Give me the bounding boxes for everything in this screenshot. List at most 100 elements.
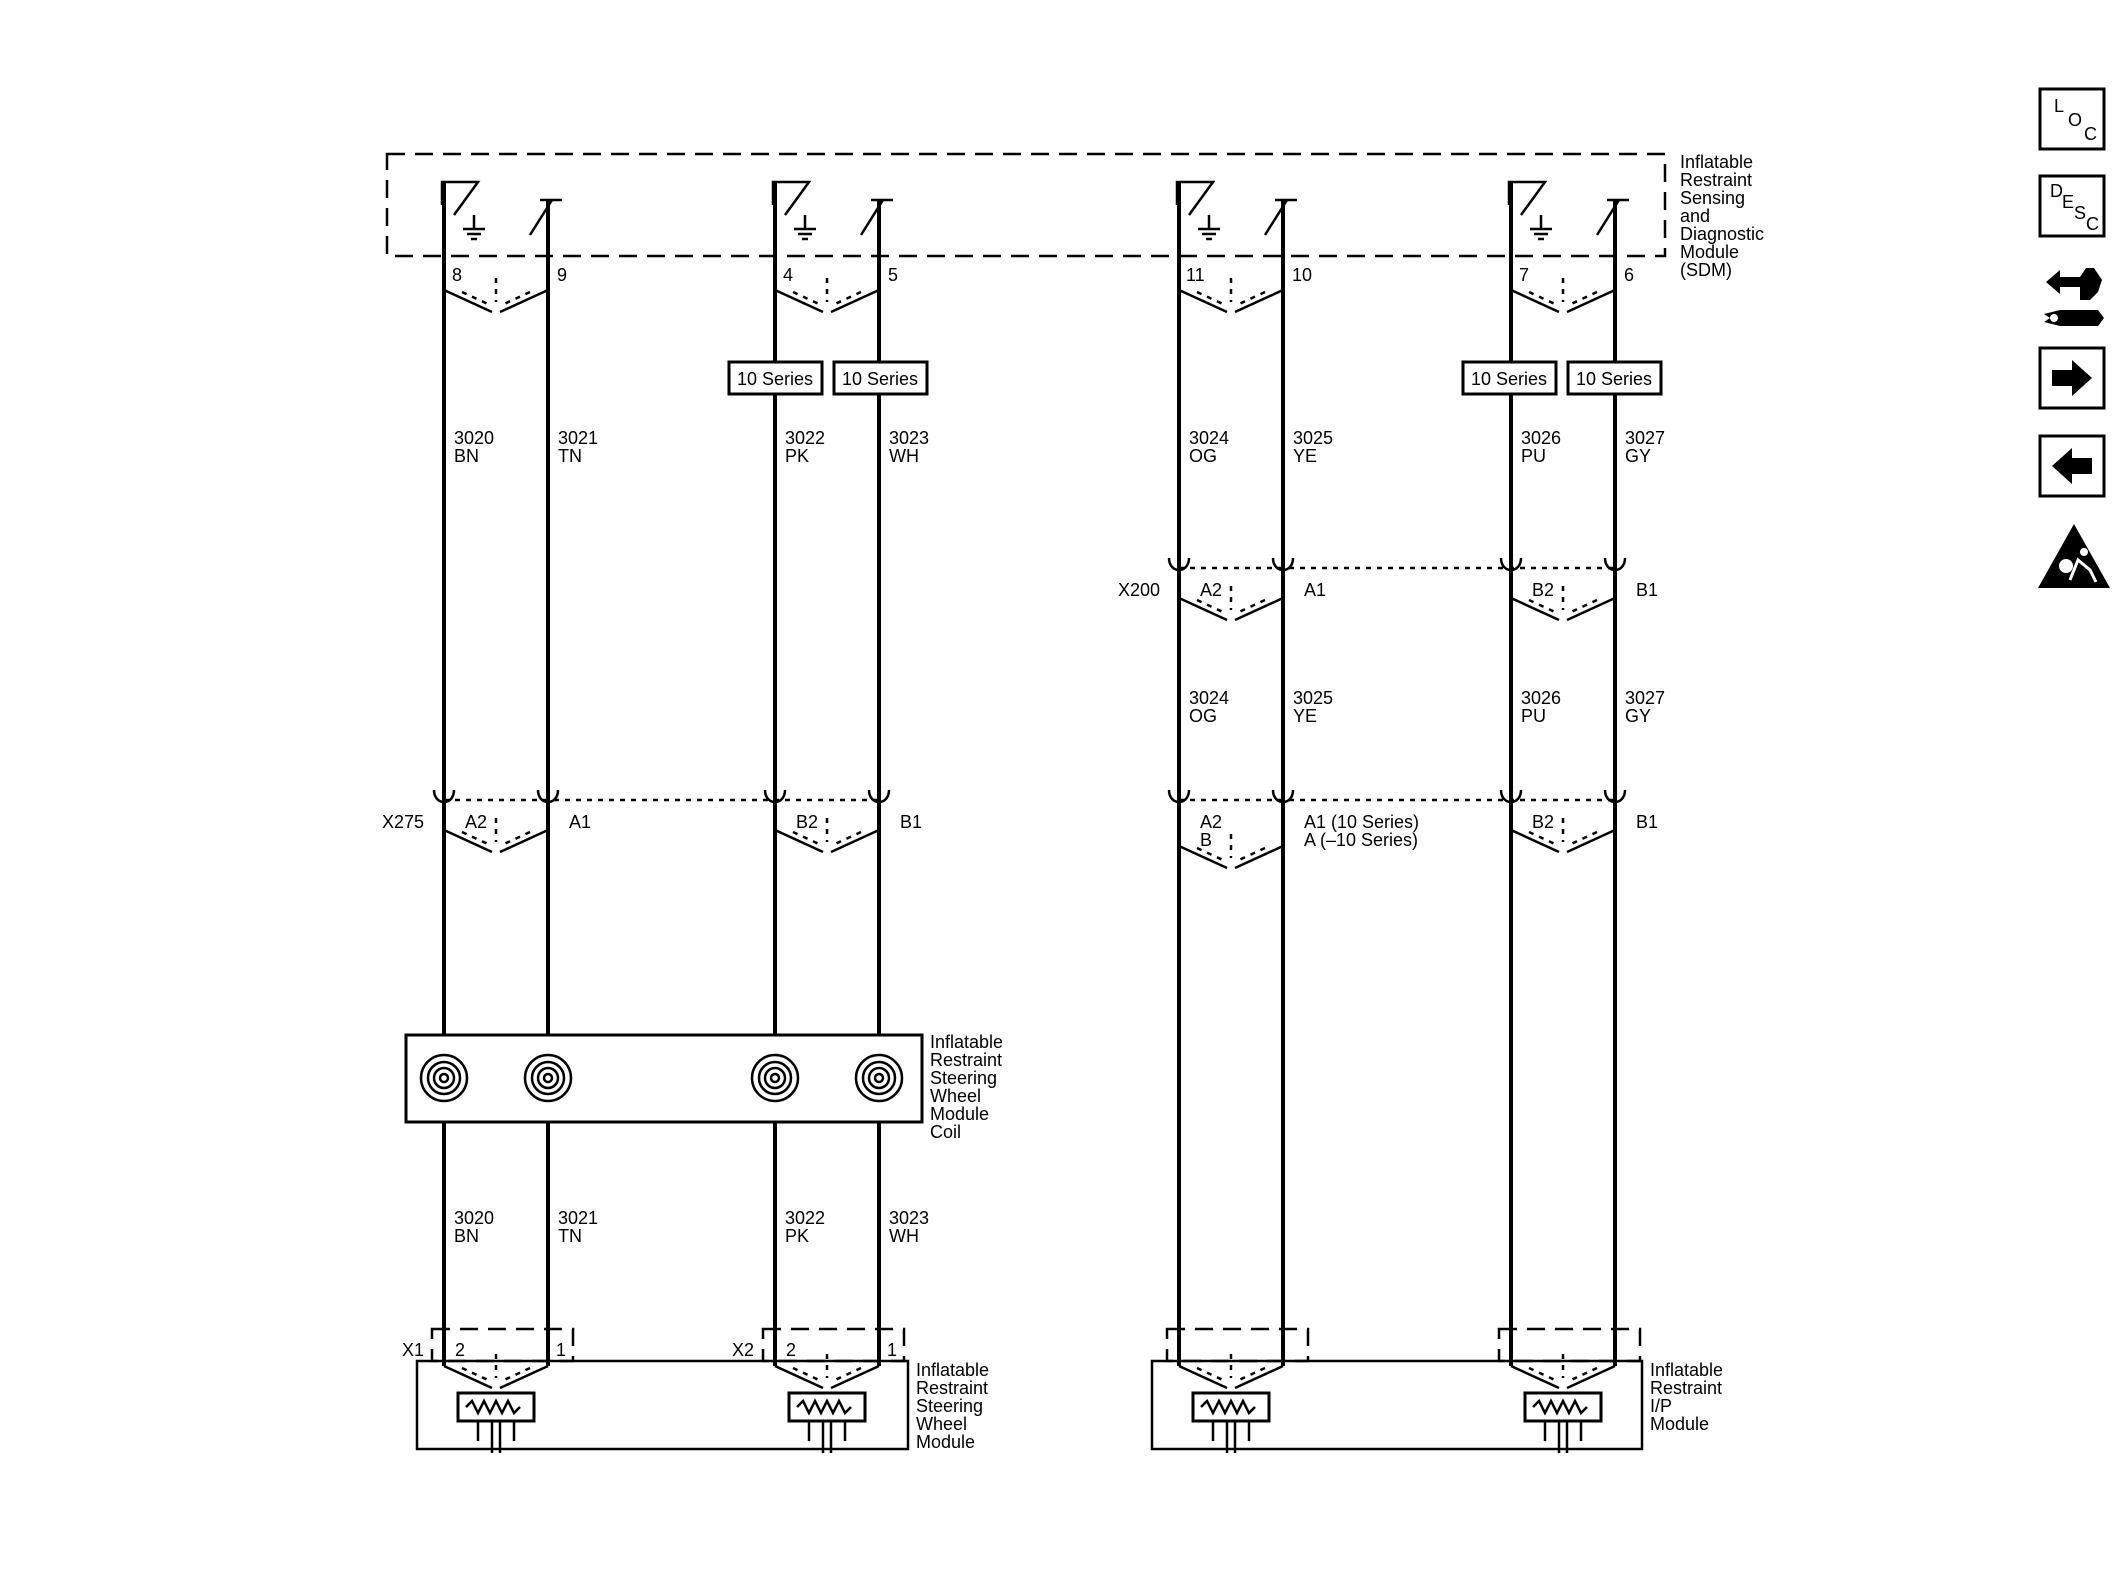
sdm-pins: 8 9 4 5 11 10 7 6 (452, 265, 1634, 285)
connector-pin: A1 (10 Series) (1304, 812, 1419, 832)
sdm-label-line: Diagnostic (1680, 224, 1764, 244)
connector-pin: B1 (1636, 580, 1658, 600)
wires (442, 182, 1617, 1366)
ip-module: Inflatable Restraint I/P Module (1150, 1327, 1723, 1455)
pin-label: 8 (452, 265, 462, 285)
sdm-label: Inflatable Restraint Sensing and Diagnos… (1680, 152, 1764, 280)
connector-pin: B (1200, 830, 1212, 850)
wire-color: BN (454, 446, 479, 466)
arrow-left-icon[interactable] (2038, 434, 2106, 498)
loc-letter: L (2054, 96, 2064, 116)
connector-name: X275 (382, 812, 424, 832)
module-label-line: Steering (916, 1396, 983, 1416)
connector-pin: B1 (1636, 812, 1658, 832)
connector-pin: 2 (786, 1340, 796, 1360)
series-box-label: 10 Series (842, 369, 918, 389)
sdm-label-line: Restraint (1680, 170, 1752, 190)
steering-wheel-coil: Inflatable Restraint Steering Wheel Modu… (404, 1032, 1003, 1142)
circuit-number: 3027 (1625, 688, 1665, 708)
desc-letter: D (2050, 181, 2063, 201)
loc-letter: C (2084, 124, 2097, 144)
connector-pin: A2 (1200, 580, 1222, 600)
circuit-number: 3024 (1189, 688, 1229, 708)
pin-label: 4 (783, 265, 793, 285)
series-box-label: 10 Series (1471, 369, 1547, 389)
connector-pin: A2 (1200, 812, 1222, 832)
circuit-number: 3022 (785, 428, 825, 448)
circuit-number: 3024 (1189, 428, 1229, 448)
pin-label: 9 (557, 265, 567, 285)
pin-label: 10 (1292, 265, 1312, 285)
module-label-line: I/P (1650, 1396, 1672, 1416)
sdm-switch-group (771, 180, 893, 241)
loc-icon[interactable]: L O C (2038, 87, 2106, 151)
wire-color: WH (889, 1226, 919, 1246)
coil-label-line: Wheel (930, 1086, 981, 1106)
pin-label: 5 (888, 265, 898, 285)
x275-connector: X275 A2 A1 B2 B1 (382, 788, 922, 854)
wire-color: TN (558, 1226, 582, 1246)
wire-labels-mid: 3024 OG 3025 YE 3026 PU 3027 GY (1189, 688, 1665, 726)
coil-label-line: Inflatable (930, 1032, 1003, 1052)
coil-label-line: Module (930, 1104, 989, 1124)
series-box-label: 10 Series (737, 369, 813, 389)
circuit-number: 3020 (454, 428, 494, 448)
connector-pin: B2 (1532, 580, 1554, 600)
module-label-line: Wheel (916, 1414, 967, 1434)
circuit-number: 3022 (785, 1208, 825, 1228)
desc-icon[interactable]: D E S C (2038, 174, 2106, 238)
connector-pin: 1 (556, 1340, 566, 1360)
series-box-label: 10 Series (1576, 369, 1652, 389)
wire-color: PK (785, 1226, 809, 1246)
sdm-label-line: Module (1680, 242, 1739, 262)
loc-letter: O (2068, 110, 2082, 130)
wire-color: YE (1293, 706, 1317, 726)
sdm-switch-group (1175, 180, 1297, 241)
module-label-line: Restraint (916, 1378, 988, 1398)
module-label-line: Restraint (1650, 1378, 1722, 1398)
airbag-warning-icon[interactable] (2038, 524, 2110, 588)
x200-connector: X200 A2 A1 B2 B1 (1118, 556, 1658, 622)
sdm-label-line: Inflatable (1680, 152, 1753, 172)
circuit-number: 3023 (889, 1208, 929, 1228)
sdm-outline (385, 152, 1667, 258)
circuit-number: 3021 (558, 1208, 598, 1228)
connector-name: X1 (402, 1340, 424, 1360)
sdm-label-line: Sensing (1680, 188, 1745, 208)
nav-panel: L O C D E S C (2038, 87, 2110, 588)
connector-pin: 2 (455, 1340, 465, 1360)
wire-color: PU (1521, 706, 1546, 726)
series-boxes: 10 Series 10 Series 10 Series 10 Series (727, 360, 1663, 396)
wire-color: WH (889, 446, 919, 466)
wire-color: OG (1189, 706, 1217, 726)
module-label-line: Inflatable (916, 1360, 989, 1380)
right-inline-connector: A2 B A1 (10 Series) A (–10 Series) B2 B1 (1167, 788, 1658, 870)
module-label-line: Module (916, 1432, 975, 1452)
connector-pin: B2 (796, 812, 818, 832)
connector-name: X200 (1118, 580, 1160, 600)
arrow-right-icon[interactable] (2038, 346, 2106, 410)
circuit-number: 3023 (889, 428, 929, 448)
sdm-switch-group (440, 180, 562, 241)
wire-color: GY (1625, 706, 1651, 726)
coil-label-line: Restraint (930, 1050, 1002, 1070)
module-label-line: Module (1650, 1414, 1709, 1434)
circuit-number: 3025 (1293, 688, 1333, 708)
connector-pin: 1 (887, 1340, 897, 1360)
circuit-number: 3026 (1521, 688, 1561, 708)
pin-label: 11 (1186, 265, 1205, 285)
wire-color: BN (454, 1226, 479, 1246)
module-label-line: Inflatable (1650, 1360, 1723, 1380)
connector-tool-icon[interactable] (2044, 268, 2104, 326)
wire-labels-lower: 3020 BN 3021 TN 3022 PK 3023 WH (454, 1208, 929, 1246)
wire-color: PU (1521, 446, 1546, 466)
connector-name: X2 (732, 1340, 754, 1360)
circuit-number: 3026 (1521, 428, 1561, 448)
wire-labels-upper: 3020 BN 3021 TN 3022 PK 3023 WH 3024 OG … (454, 428, 1665, 466)
wire-color: GY (1625, 446, 1651, 466)
pin-label: 6 (1624, 265, 1634, 285)
steering-wheel-module: X1 2 1 X2 2 1 Inflatable Restraint Steer… (402, 1327, 989, 1455)
coil-label-line: Coil (930, 1122, 961, 1142)
pin-label: 7 (1519, 265, 1529, 285)
